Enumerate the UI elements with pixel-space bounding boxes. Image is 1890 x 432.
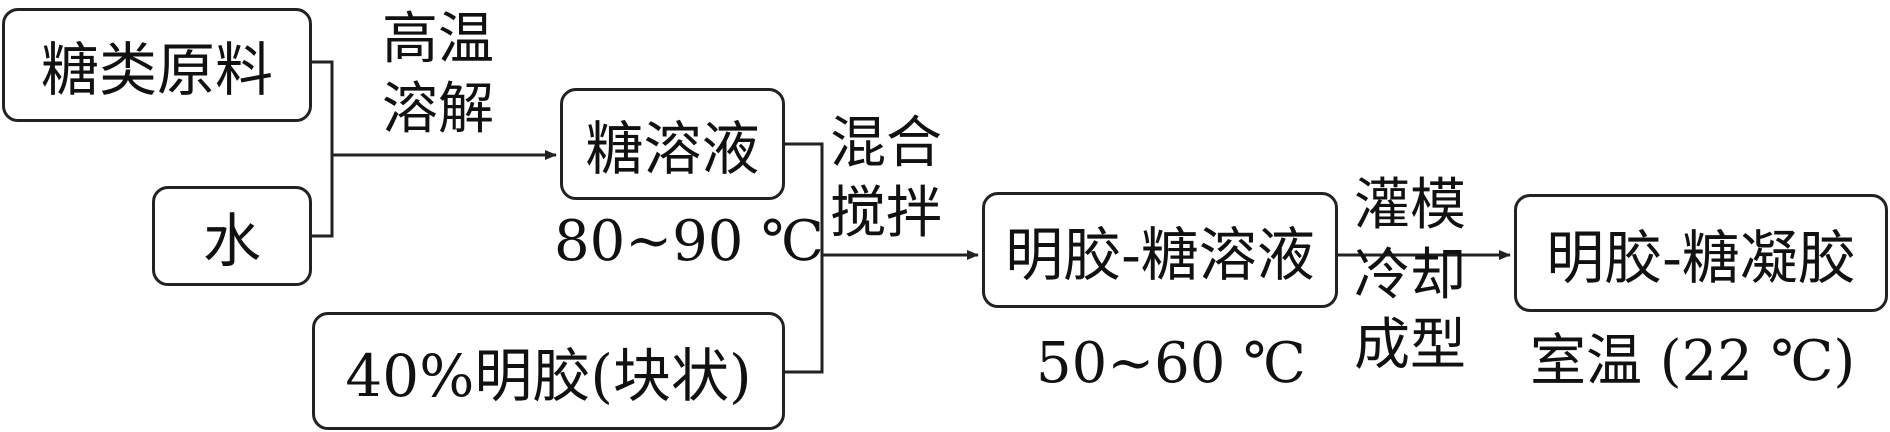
- mold-step-line-2: 冷却: [1354, 243, 1466, 308]
- dissolve-step-line-1: 高温: [382, 7, 494, 72]
- mold-step-line-3: 成型: [1354, 313, 1466, 378]
- mold-step-line-1: 灌模: [1354, 173, 1466, 238]
- merge-bracket-1: [312, 60, 334, 238]
- sugar-solution-temperature: 80~90 ℃: [554, 209, 824, 274]
- mold-step-label: 灌模 冷却 成型: [1354, 178, 1466, 374]
- gelatin-sugar-gel-box: 明胶-糖凝胶: [1514, 194, 1888, 312]
- dissolve-step-label: 高温 溶解: [382, 12, 494, 138]
- mix-step-label: 混合 搅拌: [830, 116, 942, 242]
- gelatin-sugar-solution-temperature: 50~60 ℃: [1036, 331, 1306, 396]
- gel-temperature: 室温 (22 ℃): [1530, 329, 1856, 394]
- gelatin-box: 40%明胶(块状): [312, 312, 785, 430]
- gelatin-sugar-solution-box: 明胶-糖溶液: [982, 192, 1338, 308]
- sugar-solution-box: 糖溶液: [560, 88, 785, 200]
- sugar-material-box: 糖类原料: [2, 8, 312, 122]
- mix-step-line-1: 混合: [830, 111, 942, 176]
- dissolve-step-line-2: 溶解: [382, 77, 494, 142]
- water-box: 水: [152, 186, 312, 286]
- merge-bracket-2: [785, 142, 824, 374]
- mix-step-line-2: 搅拌: [830, 181, 942, 246]
